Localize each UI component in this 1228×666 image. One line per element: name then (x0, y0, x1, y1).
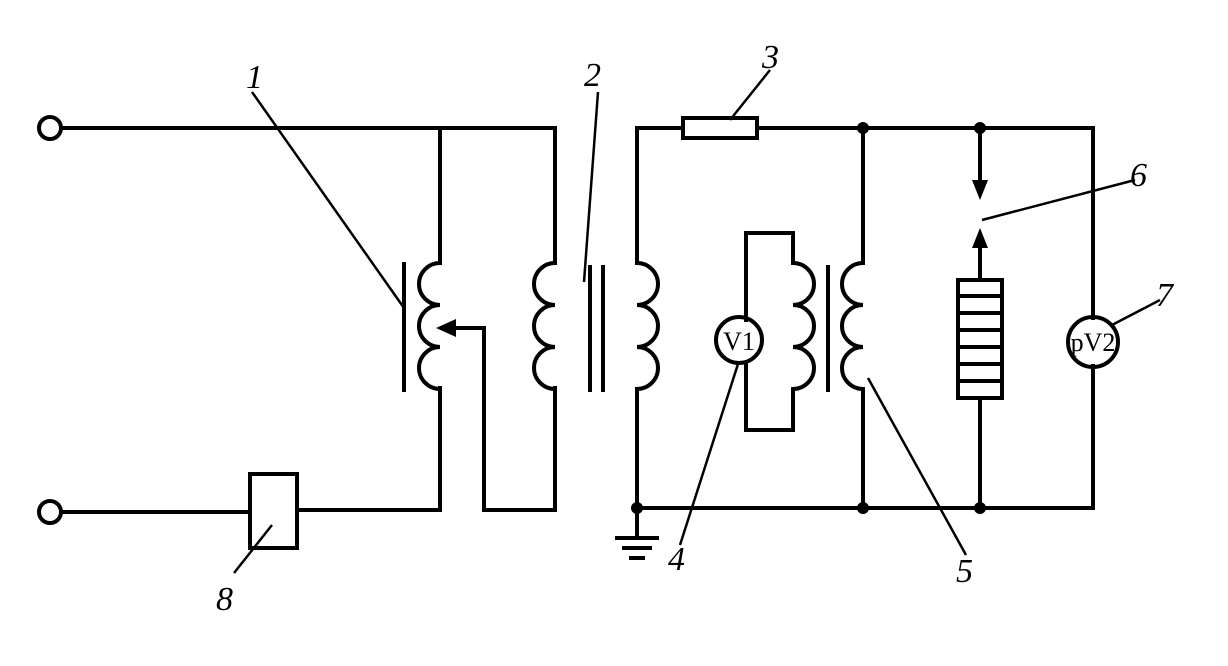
component-8-box (248, 472, 299, 550)
protective-resistor-3 (681, 116, 759, 140)
sphere-gap-6 (956, 180, 1004, 400)
input-terminal-bottom (37, 499, 63, 525)
junction-dot (857, 122, 869, 134)
meter-pv2-label: pV2 (1071, 328, 1116, 357)
input-terminal-top (37, 115, 63, 141)
label-3: 3 (761, 39, 779, 76)
leader-lines (233, 69, 1161, 574)
junction-dot (974, 122, 986, 134)
autotransformer-1 (402, 261, 486, 392)
label-1: 1 (246, 59, 263, 96)
peak-voltmeter-pv2: pV2 (1066, 315, 1120, 369)
label-8: 8 (216, 581, 233, 618)
label-4: 4 (668, 541, 685, 578)
label-6: 6 (1130, 157, 1147, 194)
junction-dot (857, 502, 869, 514)
secondary-wiring (635, 126, 1095, 510)
label-2: 2 (584, 57, 601, 94)
measuring-transformer-5 (744, 231, 864, 432)
junction-dot (974, 502, 986, 514)
voltmeter-v1: V1 (714, 315, 764, 365)
label-7: 7 (1156, 277, 1175, 314)
test-transformer-2 (532, 261, 660, 392)
input-wiring (59, 126, 557, 514)
ground-icon (615, 506, 659, 560)
label-5: 5 (956, 553, 973, 590)
meter-v1-label: V1 (723, 327, 755, 356)
